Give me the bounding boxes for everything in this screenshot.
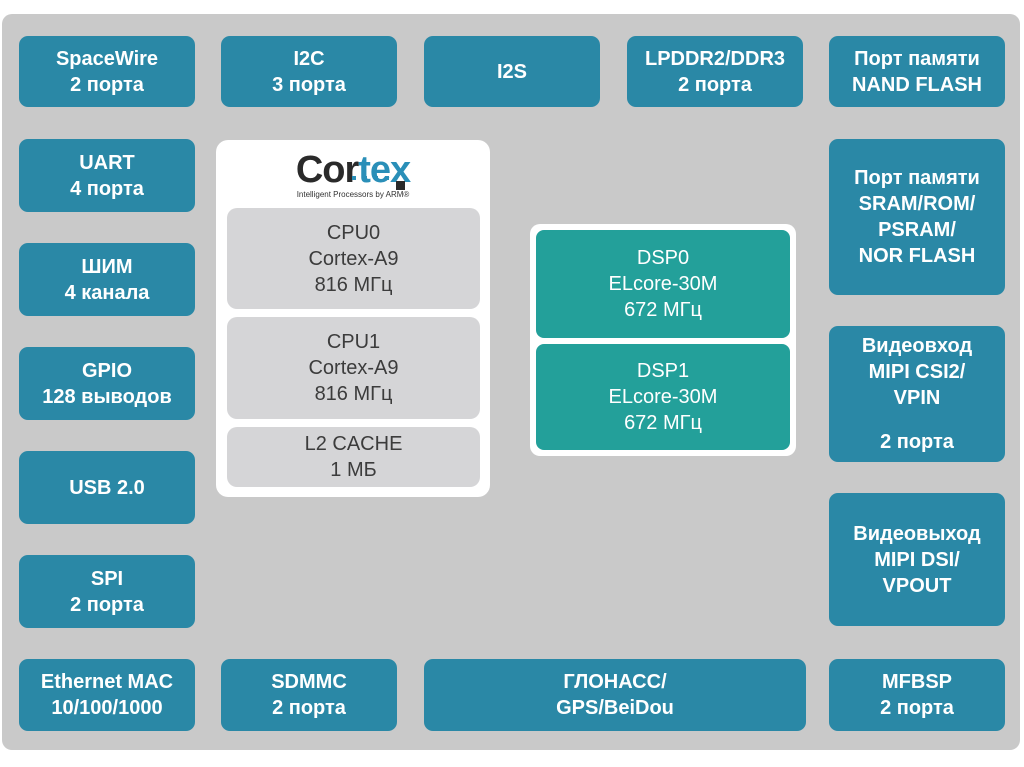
block-subtitle: 2 порта <box>678 73 752 96</box>
block-subtitle: 4 канала <box>64 281 150 304</box>
block-title: ГЛОНАСС/ <box>563 671 667 693</box>
block-line: Порт памяти <box>854 167 980 189</box>
block-line: SRAM/ROM/ <box>858 193 976 215</box>
block-title: UART <box>79 151 135 174</box>
block-subtitle: 2 порта <box>70 593 144 616</box>
cortex-logo-wordmark: Cortex <box>296 146 411 192</box>
dsp-name: DSP1 <box>636 360 690 382</box>
cortex-cluster: Cortex Intelligent Processors by ARM® CP… <box>216 140 490 497</box>
dsp-core: ELcore-30M <box>608 386 718 408</box>
core-frequency: 816 МГц <box>314 383 393 405</box>
block-line: Видеовход <box>861 335 973 357</box>
block-title: Порт памяти <box>854 47 980 70</box>
block-mfbsp: MFBSP 2 порта <box>829 659 1005 731</box>
block-gpio: GPIO 128 выводов <box>19 347 195 420</box>
block-subtitle: GPS/BeiDou <box>556 697 674 719</box>
block-title: I2S <box>496 60 528 83</box>
block-title: ШИМ <box>81 255 133 278</box>
core-name: CPU0 <box>326 221 381 244</box>
block-subtitle: 2 порта <box>70 73 144 96</box>
block-title: I2C <box>293 47 325 70</box>
block-subtitle: 4 порта <box>70 177 144 200</box>
block-line: VPOUT <box>882 574 952 597</box>
block-line: MIPI CSI2/ <box>868 361 966 383</box>
block-ethernet: Ethernet MAC 10/100/1000 <box>19 659 195 731</box>
cache-size: 1 МБ <box>330 459 377 481</box>
dsp-name: DSP0 <box>636 247 690 269</box>
block-spacewire: SpaceWire 2 порта <box>19 36 195 107</box>
block-video-out: Видеовыход MIPI DSI/ VPOUT <box>829 493 1005 626</box>
block-line: NOR FLASH <box>858 245 976 267</box>
core-name: CPU1 <box>326 331 381 353</box>
dsp1-block: DSP1 ELcore-30M 672 МГц <box>536 344 790 450</box>
block-title: SPI <box>90 567 124 590</box>
block-title: LPDDR2/DDR3 <box>644 47 786 70</box>
block-title: MFBSP <box>882 671 952 693</box>
logo-dots-icon <box>351 146 405 190</box>
cortex-logo-tagline: Intelligent Processors by ARM® <box>296 190 410 199</box>
cache-name: L2 CACHE <box>304 433 403 455</box>
block-video-in: Видеовход MIPI CSI2/ VPIN 2 порта <box>829 326 1005 462</box>
block-sdmmc: SDMMC 2 порта <box>221 659 397 731</box>
block-usb: USB 2.0 <box>19 451 195 524</box>
block-title: Ethernet MAC <box>40 671 174 693</box>
block-line: VPIN <box>893 387 941 409</box>
core-type: Cortex-A9 <box>308 247 399 270</box>
block-i2s: I2S <box>424 36 600 107</box>
block-title: SDMMC <box>271 671 347 693</box>
block-line: MIPI DSI/ <box>874 548 960 571</box>
core-type: Cortex-A9 <box>308 357 399 379</box>
dsp-frequency: 672 МГц <box>624 299 702 321</box>
block-title: SpaceWire <box>55 47 159 70</box>
cpu1-block: CPU1 Cortex-A9 816 МГц <box>227 317 480 419</box>
block-gnss: ГЛОНАСС/ GPS/BeiDou <box>424 659 806 731</box>
block-line: Видеовыход <box>853 522 981 545</box>
block-subtitle: 3 порта <box>272 73 346 96</box>
dsp0-block: DSP0 ELcore-30M 672 МГц <box>536 230 790 338</box>
block-title: GPIO <box>81 359 132 382</box>
block-uart: UART 4 порта <box>19 139 195 212</box>
l2-cache-block: L2 CACHE 1 МБ <box>227 427 480 487</box>
block-i2c: I2C 3 порта <box>221 36 397 107</box>
block-lpddr: LPDDR2/DDR3 2 порта <box>627 36 803 107</box>
cortex-logo: Cortex Intelligent Processors by ARM® <box>216 148 490 206</box>
block-sram-rom-nor: Порт памяти SRAM/ROM/ PSRAM/ NOR FLASH <box>829 139 1005 295</box>
block-subtitle: 2 порта <box>880 697 954 719</box>
block-title: USB 2.0 <box>69 476 145 499</box>
block-subtitle: 128 выводов <box>42 385 172 408</box>
dsp-frequency: 672 МГц <box>624 412 702 434</box>
cpu0-block: CPU0 Cortex-A9 816 МГц <box>227 208 480 309</box>
block-nand-flash: Порт памяти NAND FLASH <box>829 36 1005 107</box>
block-subtitle: NAND FLASH <box>852 73 982 96</box>
block-line: 2 порта <box>880 431 954 453</box>
block-pwm: ШИМ 4 канала <box>19 243 195 316</box>
core-frequency: 816 МГц <box>314 273 393 296</box>
block-spi: SPI 2 порта <box>19 555 195 628</box>
block-line: PSRAM/ <box>878 219 956 241</box>
dsp-core: ELcore-30M <box>608 273 718 295</box>
dsp-cluster: DSP0 ELcore-30M 672 МГц DSP1 ELcore-30M … <box>530 224 796 456</box>
block-subtitle: 10/100/1000 <box>51 697 163 719</box>
block-subtitle: 2 порта <box>272 697 346 719</box>
